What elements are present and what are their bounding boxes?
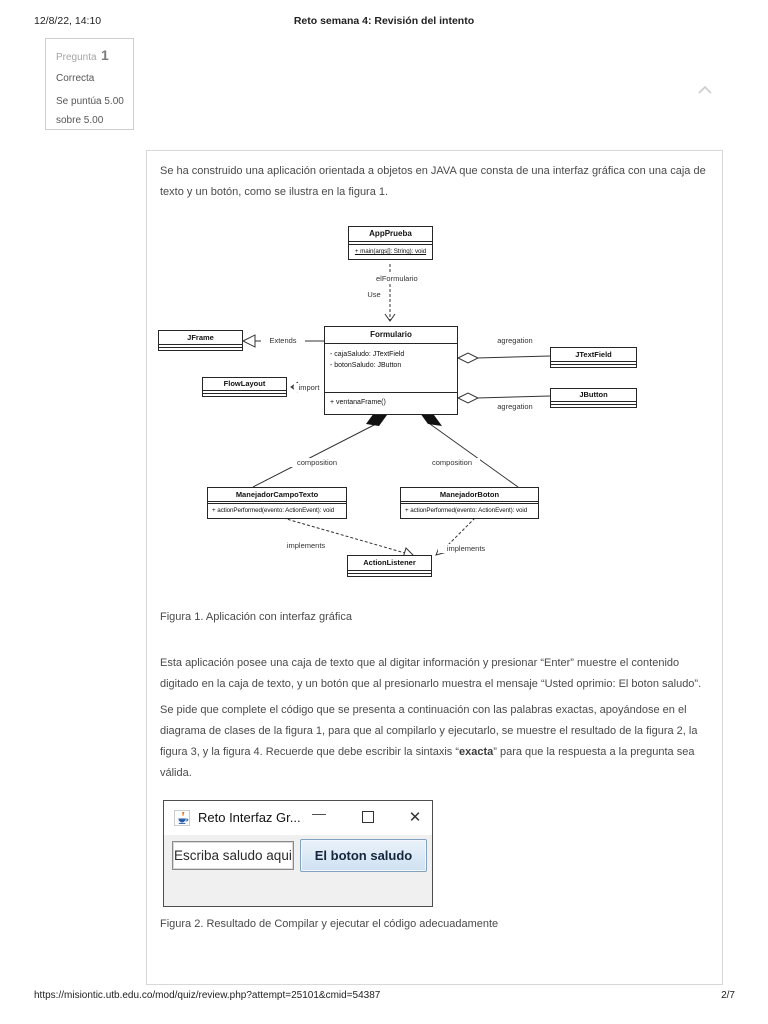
footer-page-number: 2/7 <box>721 990 735 1001</box>
figure2-caption: Figura 2. Resultado de Compilar y ejecut… <box>160 918 499 930</box>
uml-label-extends: Extends <box>261 336 305 345</box>
uml-label-elformulario: elFormulario <box>376 274 436 283</box>
uml-class-name: ManejadorCampoTexto <box>235 490 319 499</box>
uml-empty-attrs <box>401 501 538 503</box>
uml-empty-attrs <box>551 361 636 364</box>
figure1-caption: Figura 1. Aplicación con interfaz gráfic… <box>160 611 352 623</box>
description-paragraph: Esta aplicación posee una caja de texto … <box>160 657 702 690</box>
uml-class-name: JTextField <box>575 350 612 359</box>
uml-attr-cajasaludo: - cajaSaludo: JTextField <box>330 351 405 358</box>
uml-class-name: AppPrueba <box>369 229 412 238</box>
uml-label-implements-left: implements <box>278 541 334 550</box>
uml-empty-attrs <box>348 570 431 573</box>
uml-class-jtextfield: JTextField <box>550 347 637 368</box>
uml-attr-botonsaludo: - botonSaludo: JButton <box>330 361 402 369</box>
uml-method-actionperformed: + actionPerformed(evento: ActionEvent): … <box>208 503 346 518</box>
uml-attributes: - cajaSaludo: JTextField - botonSaludo: … <box>325 343 457 392</box>
uml-label-import: import <box>294 383 324 392</box>
uml-label-composition-right: composition <box>424 458 480 467</box>
window-titlebar: Reto Interfaz Gr... — ✕ <box>164 801 432 835</box>
close-icon: ✕ <box>408 809 422 826</box>
uml-empty-attrs <box>349 241 432 244</box>
uml-empty-attrs <box>159 344 242 347</box>
uml-class-name: JButton <box>579 390 608 399</box>
uml-class-name: ActionListener <box>363 558 416 567</box>
question-number-line: Pregunta 1 <box>56 47 133 65</box>
window-title: Reto Interfaz Gr... <box>198 810 301 825</box>
uml-method-ventanaframe: + ventanaFrame() <box>325 392 457 413</box>
uml-label-implements-right: implements <box>438 544 494 553</box>
uml-class-formulario: Formulario - cajaSaludo: JTextField - bo… <box>324 326 458 415</box>
figure2-swing-window: Reto Interfaz Gr... — ✕ Escriba saludo a… <box>163 800 433 907</box>
question-grade-line2: sobre 5.00 <box>56 115 104 126</box>
uml-class-manejadorboton: ManejadorBoton + actionPerformed(evento:… <box>400 487 539 519</box>
saludo-textfield: Escriba saludo aqui <box>172 841 294 870</box>
footer-url: https://misiontic.utb.edu.co/mod/quiz/re… <box>34 990 381 1001</box>
instructions-post: ” para que la respuesta a la pregunta se… <box>160 746 695 779</box>
header-datetime: 12/8/22, 14:10 <box>34 15 102 27</box>
page-title: Reto semana 4: Revisión del intento <box>293 15 475 27</box>
uml-class-name: Formulario <box>370 330 412 339</box>
uml-class-appprueba: AppPrueba + main(args[]: String): void <box>348 226 433 260</box>
uml-class-actionlistener: ActionListener <box>347 555 432 577</box>
uml-empty-attrs <box>203 390 286 393</box>
uml-class-jbutton: JButton <box>550 388 637 408</box>
minimize-icon: — <box>312 805 326 821</box>
java-icon <box>174 810 190 826</box>
uml-class-manejadorcampotexto: ManejadorCampoTexto + actionPerformed(ev… <box>207 487 347 519</box>
question-grade-line1: Se puntúa 5.00 <box>56 96 124 107</box>
uml-empty-attrs <box>551 401 636 404</box>
chevron-up-icon[interactable] <box>697 82 713 100</box>
uml-class-name: FlowLayout <box>223 379 266 388</box>
uml-empty-methods <box>348 573 431 576</box>
uml-label-composition-left: composition <box>289 458 345 467</box>
uml-class-jframe: JFrame <box>158 330 243 351</box>
uml-empty-methods <box>551 404 636 407</box>
uml-class-name: ManejadorBoton <box>439 490 500 499</box>
uml-class-flowlayout: FlowLayout <box>202 377 287 397</box>
uml-class-name: JFrame <box>187 333 214 342</box>
uml-empty-methods <box>159 347 242 350</box>
instructions-bold-word: exacta <box>459 746 494 758</box>
uml-label-use: Use <box>362 290 386 299</box>
uml-empty-attrs <box>208 501 346 503</box>
maximize-icon <box>362 811 374 823</box>
uml-label-agregation-top: agregation <box>487 336 543 345</box>
uml-label-agregation-bottom: agregation <box>487 402 543 411</box>
uml-empty-methods <box>551 364 636 367</box>
uml-empty-methods <box>203 393 286 396</box>
saludo-button: El boton saludo <box>300 839 427 872</box>
instructions-paragraph: Se pide que complete el código que se pr… <box>160 700 716 784</box>
question-info-box: Pregunta 1 Correcta Se puntúa 5.00 sobre… <box>45 38 134 130</box>
question-state: Correcta <box>56 73 95 84</box>
uml-method-main: + main(args[]: String): void <box>349 244 432 259</box>
instructions-pre: Se pide que complete el código que se pr… <box>160 704 698 758</box>
question-label: Pregunta <box>56 52 97 63</box>
intro-paragraph: Se ha construido una aplicación orientad… <box>160 165 706 198</box>
question-number: 1 <box>101 47 109 63</box>
uml-method-actionperformed: + actionPerformed(evento: ActionEvent): … <box>401 503 538 518</box>
